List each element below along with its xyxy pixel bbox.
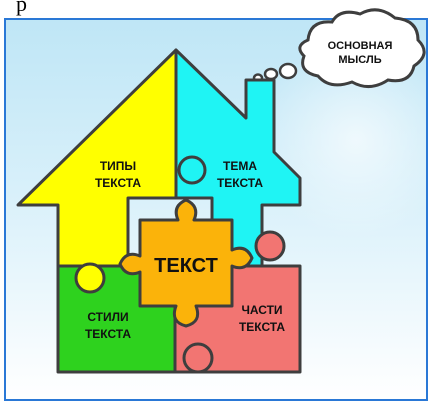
bubble-line-2: МЫСЛЬ xyxy=(338,54,381,66)
label-types-2: ТЕКСТА xyxy=(95,176,141,190)
label-parts-2: ТЕКСТА xyxy=(239,320,285,334)
label-parts-1: ЧАСТИ xyxy=(241,303,282,317)
knob-theme-top xyxy=(177,155,207,185)
knob-parts-right xyxy=(254,230,286,262)
label-styles-1: СТИЛИ xyxy=(87,310,128,324)
thought-cloud xyxy=(298,8,426,88)
label-types-1: ТИПЫ xyxy=(100,159,136,173)
label-theme-1: ТЕМА xyxy=(223,159,257,173)
puzzle-piece-theme xyxy=(174,48,302,270)
top-strip xyxy=(0,0,433,22)
knob-parts-bottom xyxy=(182,342,214,374)
knob-types-styles xyxy=(74,262,106,294)
clipped-header-text: р xyxy=(16,0,27,16)
bubble-line-1: ОСНОВНАЯ xyxy=(328,40,393,52)
house xyxy=(16,48,302,374)
puzzle-piece-center xyxy=(118,198,254,328)
thought-bubble: ОСНОВНАЯ МЫСЛЬ xyxy=(252,8,426,88)
label-styles-2: ТЕКСТА xyxy=(85,327,131,341)
label-center: ТЕКСТ xyxy=(154,255,218,277)
label-theme-2: ТЕКСТА xyxy=(217,176,263,190)
